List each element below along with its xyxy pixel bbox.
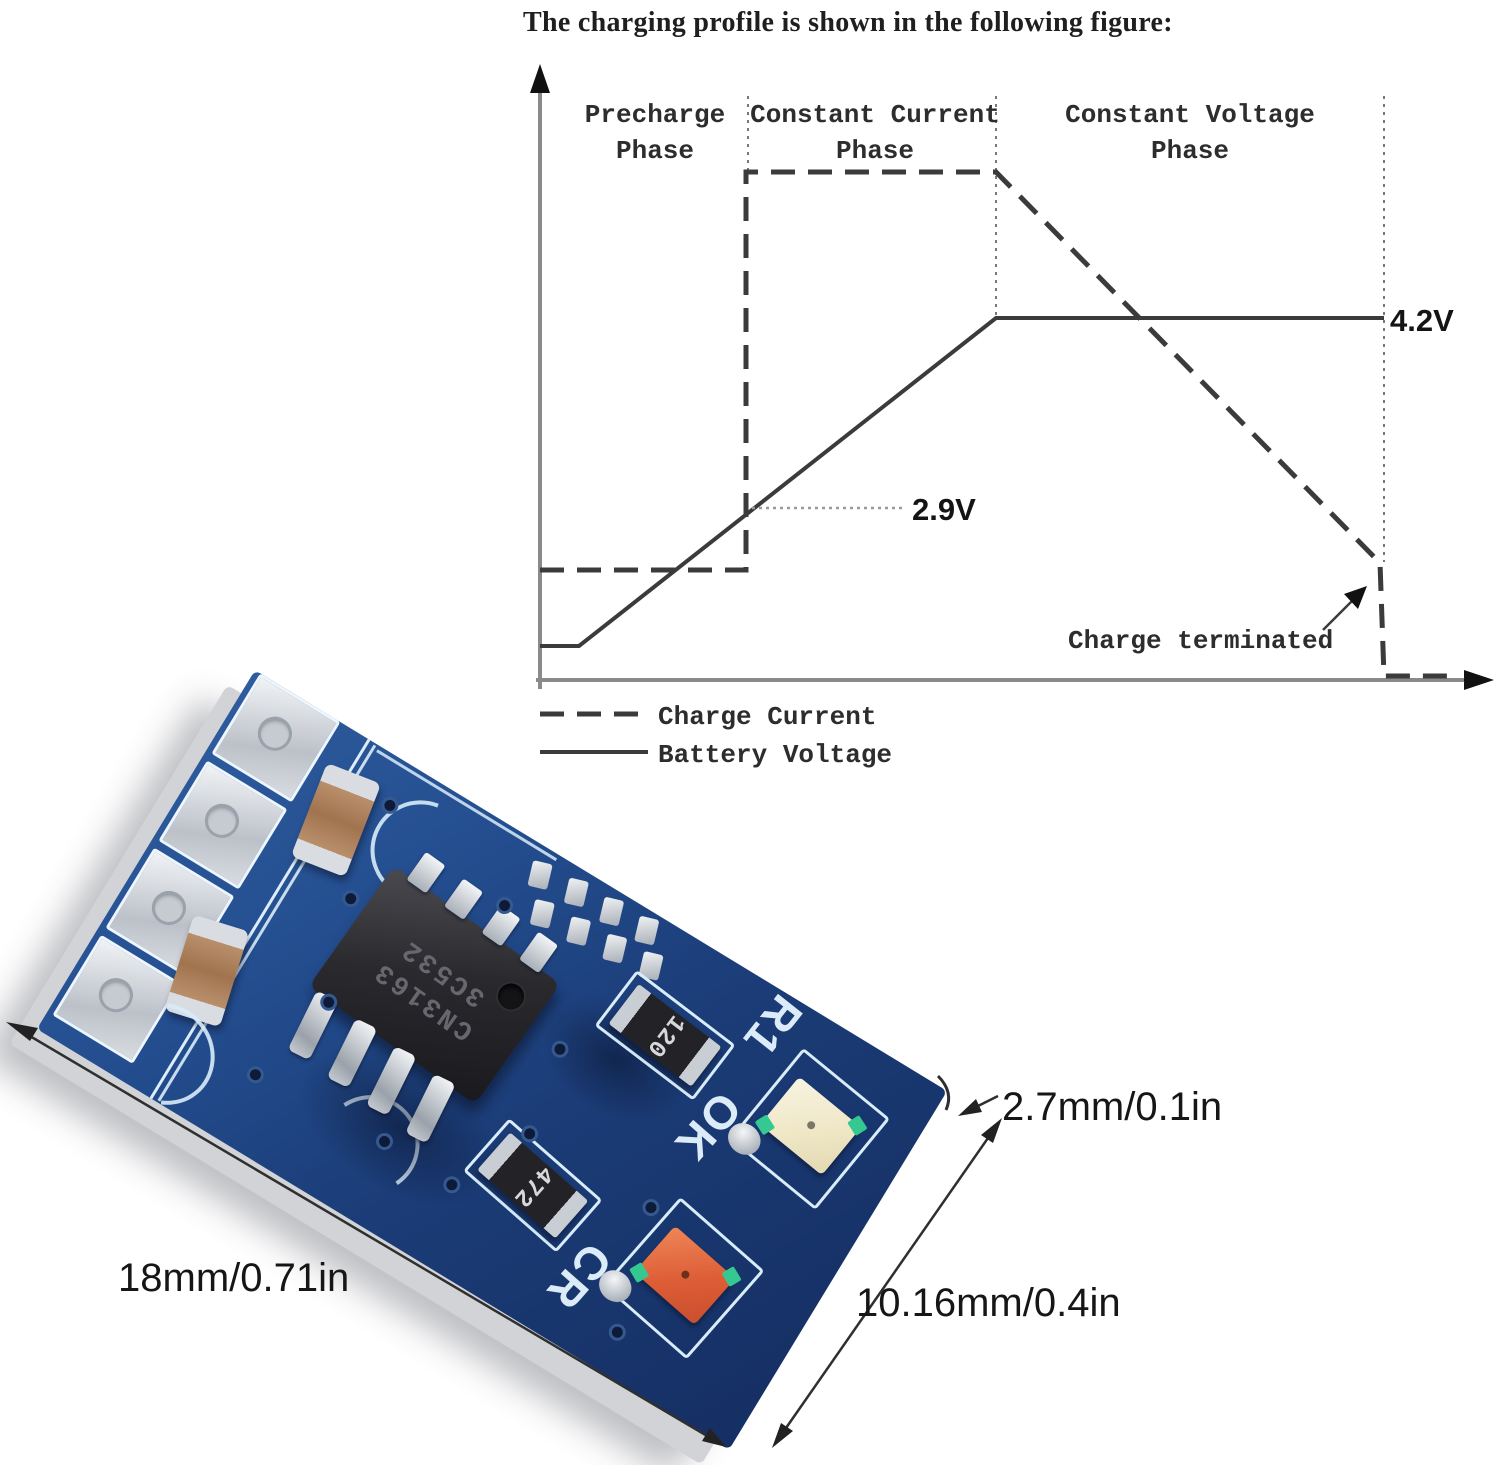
- pad-hole: [198, 797, 246, 845]
- pad-hole: [251, 710, 299, 758]
- dimension-thickness: 2.7mm/0.1in: [1002, 1085, 1223, 1129]
- smd-pad: [602, 933, 628, 964]
- phase-label: Phase: [1151, 136, 1229, 166]
- led-die-dot: [805, 1119, 817, 1131]
- smd-pad: [565, 916, 592, 947]
- charge-current-curve: [540, 169, 1448, 679]
- pcb-board: CN3163 3C532 120 472: [36, 670, 948, 1450]
- led-cathode-mark: [629, 1262, 650, 1284]
- resistor-marking: 472: [507, 1159, 559, 1212]
- smd-pad: [634, 915, 660, 946]
- smd-pad: [529, 898, 555, 929]
- phase-label: Constant Voltage: [1065, 100, 1315, 130]
- via: [343, 891, 359, 907]
- led-die-dot: [679, 1268, 692, 1281]
- resistor-marking: 120: [640, 1008, 690, 1062]
- voltage-label-42: 4.2V: [1390, 303, 1454, 338]
- via: [643, 1200, 659, 1216]
- voltage-label-29: 2.9V: [912, 492, 976, 527]
- y-axis-arrow-icon: [530, 64, 550, 93]
- charge-terminated-arrowhead-icon: [1344, 586, 1367, 609]
- smd-pad: [527, 860, 553, 891]
- battery-voltage-curve: [540, 316, 1384, 648]
- charge-terminated-arrow: [1322, 600, 1353, 631]
- via: [609, 1324, 625, 1340]
- figure-caption: The charging profile is shown in the fol…: [523, 7, 1173, 38]
- via: [247, 1067, 263, 1083]
- dimension-length: 18mm/0.71in: [118, 1256, 350, 1300]
- resistor-body: 472: [477, 1132, 589, 1239]
- status-led-charge: [592, 1196, 765, 1360]
- phase-label: Phase: [836, 136, 914, 166]
- phase-label: Phase: [616, 136, 694, 166]
- phase-label: Precharge: [585, 100, 725, 130]
- status-led-ok: [721, 1047, 891, 1211]
- module-photo: CN3163 3C532 120 472: [0, 640, 1500, 1465]
- dimension-width: 10.16mm/0.4in: [856, 1281, 1121, 1325]
- led-body: [754, 1076, 868, 1176]
- smd-pad: [598, 896, 625, 927]
- led-cathode-mark: [847, 1115, 868, 1137]
- pad-hole: [145, 884, 193, 932]
- led-body: [629, 1225, 742, 1326]
- phase-label: Constant Current: [750, 100, 1000, 130]
- smd-pad: [563, 877, 590, 908]
- led-cathode-mark: [721, 1266, 742, 1288]
